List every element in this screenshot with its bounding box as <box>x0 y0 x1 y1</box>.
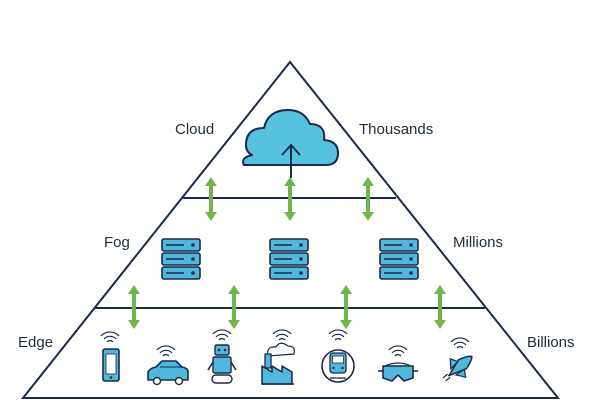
label-cloud: Cloud <box>175 121 215 138</box>
cloud-upload-icon <box>242 109 339 178</box>
server-rack-icon <box>161 238 201 280</box>
train-icon <box>321 329 355 383</box>
label-billions: Billions <box>527 334 575 351</box>
robot-icon <box>207 329 237 384</box>
label-millions: Millions <box>453 234 504 251</box>
server-rack-icon <box>379 238 419 280</box>
connected-car-icon <box>147 345 189 386</box>
label-thousands: Thousands <box>359 121 434 138</box>
label-fog: Fog <box>104 234 130 251</box>
smartphone-icon <box>100 331 120 382</box>
pyramid-outline <box>20 60 561 399</box>
vr-headset-icon <box>378 345 418 382</box>
factory-icon <box>261 329 295 385</box>
space-shuttle-icon <box>442 337 473 382</box>
server-rack-icon <box>269 238 309 280</box>
label-edge: Edge <box>18 334 54 351</box>
